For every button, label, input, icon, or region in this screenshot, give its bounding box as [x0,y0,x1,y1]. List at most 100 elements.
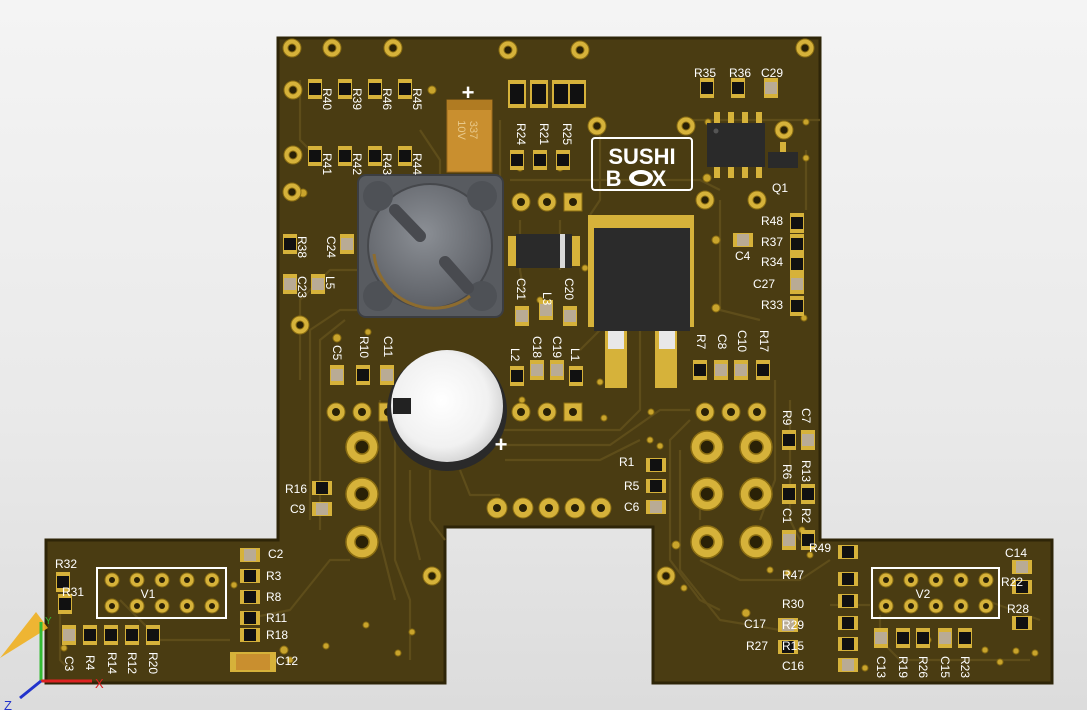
part-c7 [802,434,814,446]
part-r17 [757,364,769,376]
part-r25 [557,154,569,166]
silk-r10: R10 [357,336,371,358]
silk-r49: R49 [809,541,831,555]
silk-c8: C8 [715,334,729,350]
part-r31 [59,598,71,610]
part-c1 [783,534,795,546]
silk-r39: R39 [350,88,364,110]
part-c12 [236,654,270,670]
silk-c4: C4 [735,249,751,263]
polarity-mark-electrolytic: + [495,432,508,457]
part-c20 [564,310,576,322]
part-c23 [284,278,296,290]
silk-c29: C29 [761,66,783,80]
part-c10 [735,364,747,376]
voltage-regulator [588,215,694,388]
silk-r1: R1 [619,455,635,469]
part-r5 [650,480,662,492]
silk-r16: R16 [285,482,307,496]
silk-l3: L3 [540,292,554,306]
silk-r3: R3 [266,569,282,583]
part-r8 [244,591,256,603]
part-r48 [791,217,803,229]
silk-r41: R41 [320,153,334,175]
part-r23 [959,632,971,644]
part-c14 [1016,561,1028,573]
copper-traces [58,80,1041,671]
part-c6 [650,501,662,513]
header-v1 [96,567,227,619]
polarity-mark-tantalum: + [462,80,475,105]
silk-c10: C10 [735,330,749,352]
part-c15 [939,632,951,644]
part-r27 [782,641,794,653]
part-r37 [791,238,803,250]
part-r9 [783,434,795,446]
part-r47 [842,573,854,585]
part-r39 [339,83,351,95]
part-r44 [399,150,411,162]
silk-r40: R40 [320,88,334,110]
silk-c23: C23 [295,276,309,298]
jack-pads [345,430,773,559]
part-c8 [715,364,727,376]
silk-r36: R36 [729,66,751,80]
silk-q1: Q1 [772,181,788,195]
silk-r20: R20 [146,652,160,674]
part-r26 [917,632,929,644]
tantalum-voltage: 10V [455,120,467,140]
silk-l2: L2 [508,348,522,362]
part-r13 [802,488,814,500]
silk-r21: R21 [537,123,551,145]
part-r3 [244,570,256,582]
silk-c7: C7 [799,408,813,424]
silk-c9: C9 [290,502,306,516]
silk-r34: R34 [761,255,783,269]
part-r33 [791,300,803,312]
part-r29 [842,617,854,629]
silk-r2: R2 [799,508,813,524]
part-r7 [694,364,706,376]
part-c18 [531,364,543,376]
part-r41 [309,150,321,162]
silk-r30: R30 [782,597,804,611]
silk-c20: C20 [562,278,576,300]
part-c4 [737,234,749,246]
silk-r35: R35 [694,66,716,80]
silk-r45: R45 [410,88,424,110]
part-r49 [842,546,854,558]
sot-body-0 [510,84,524,104]
silk-l5: L5 [323,276,337,290]
mounting-pads [282,38,815,586]
part-r11 [244,612,256,624]
silk-r24: R24 [514,123,528,145]
part-r24 [511,154,523,166]
silk-c2: C2 [268,547,284,561]
part-r35 [701,82,713,94]
silk-r32: R32 [55,557,77,571]
silk-c17: C17 [744,617,766,631]
silk-c12: C12 [276,654,298,668]
part-c24 [341,238,353,250]
silk-r15: R15 [782,639,804,653]
silk-r33: R33 [761,298,783,312]
silk-r27: R27 [746,639,768,653]
silk-c5: C5 [330,345,344,361]
electrolytic-capacitor [387,350,507,471]
part-r38 [284,238,296,250]
part-c11 [381,369,393,381]
silk-r23: R23 [958,656,972,678]
silk-c14: C14 [1005,546,1027,560]
silk-c21: C21 [514,278,528,300]
part-r4 [84,629,96,641]
sot-body-2 [554,84,568,104]
power-inductor [357,174,504,318]
silk-r38: R38 [295,236,309,258]
silk-r13: R13 [799,460,813,482]
pin-holes [332,198,761,512]
part-c27 [791,278,803,290]
silk-c13: C13 [874,656,888,678]
part-c2 [244,549,256,561]
part-c9 [316,503,328,515]
header-v2 [871,567,1000,619]
